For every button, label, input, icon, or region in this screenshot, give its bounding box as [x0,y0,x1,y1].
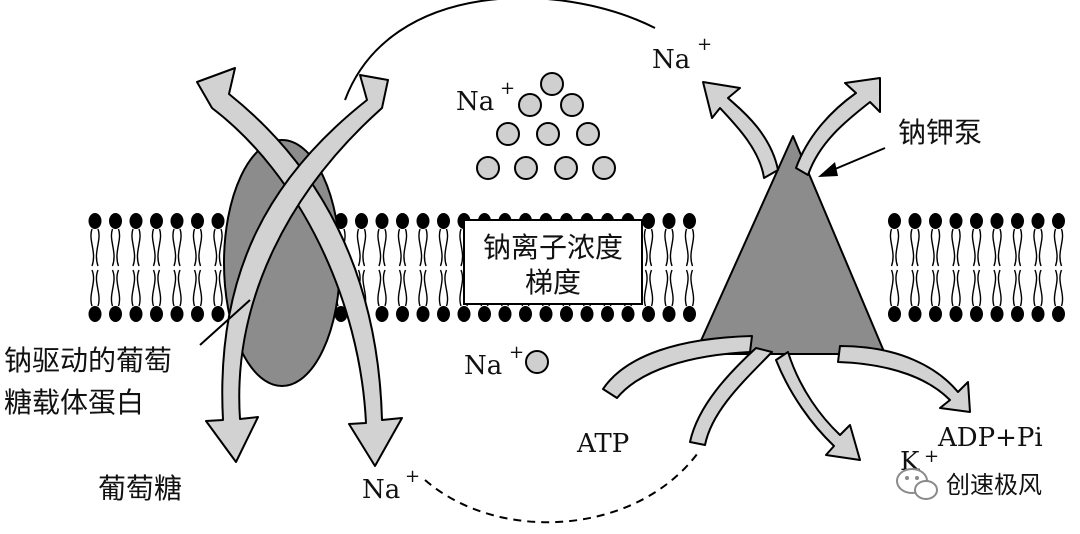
phospholipid [929,213,942,322]
sodium-potassium-pump [694,135,886,355]
phospholipid [88,213,102,322]
phospholipid [375,213,389,322]
phospholipid [109,213,122,322]
phospholipid [642,213,655,322]
gradient-label-box [463,219,643,305]
cotransporter-leader-line [199,299,251,346]
phospholipid [888,213,901,322]
wechat-icon [896,468,938,500]
sodium-ion-inside [525,350,549,374]
phospholipid [150,213,163,322]
phospholipid [1052,213,1065,322]
sodium-ion [536,122,560,146]
sodium-ion [560,93,584,117]
phospholipid [683,213,696,322]
na-label-lower-middle: Na [464,351,502,381]
na-label-bottom: Na [362,475,400,505]
k-plus-bottom-right: + [924,446,939,467]
sodium-return-dashed-path [424,449,701,524]
phospholipid [990,213,1004,322]
sodium-ion-cluster [476,72,616,180]
phospholipid [949,213,963,322]
sodium-ion [518,93,542,117]
atp-label: ATP [576,429,629,459]
potassium-exit-arrow-left [689,347,773,446]
gradient-label-line2: 梯度 [525,266,581,299]
na-label-top-right: Na [652,45,690,75]
phospholipid [416,213,430,322]
sodium-cycle-curve [344,0,656,101]
potassium-exit-arrow-right [775,351,861,461]
sodium-ion [540,72,564,96]
potassium-entry-arrow-top [795,77,881,176]
phospholipid [908,213,922,322]
phospholipid [211,213,225,322]
sodium-exit-arrow [702,81,779,179]
atp-arrow [602,335,753,399]
pump-leader-arrowhead [818,162,838,177]
watermark-text: 创速极风 [946,471,1042,499]
sodium-ion [592,156,616,180]
sodium-ion [576,122,600,146]
sodium-ion [496,122,520,146]
sodium-ion [554,156,578,180]
watermark: 创速极风 [896,468,1042,500]
na-plus-top-left: + [500,78,515,99]
phospholipid [1011,213,1024,322]
pump-leader-line [827,147,886,173]
phospholipid [437,213,450,322]
na-plus-bottom: + [405,466,420,487]
phospholipid [970,213,983,322]
adp-label: ADP+Pi [937,423,1043,453]
na-plus-top-right: + [697,34,712,55]
cotransporter-label-line1: 钠驱动的葡萄 [4,344,172,377]
sodium-ion [514,156,538,180]
gradient-label-line1: 钠离子浓度 [483,231,623,264]
na-plus-lower-middle: + [509,342,524,363]
cotransporter-label-line2: 糖载体蛋白 [4,386,144,419]
sodium-entry-arrow [205,74,389,463]
phospholipid [662,213,676,322]
adp-arrow [837,345,971,413]
phospholipid [170,213,184,322]
phospholipid [129,213,143,322]
pump-label: 钠钾泵 [898,116,982,149]
glucose-label: 葡萄糖 [98,472,182,505]
na-label-top-left: Na [456,87,494,117]
phospholipid [191,213,204,322]
phospholipid [1031,213,1045,322]
sodium-ion [476,156,500,180]
phospholipid [396,213,409,322]
